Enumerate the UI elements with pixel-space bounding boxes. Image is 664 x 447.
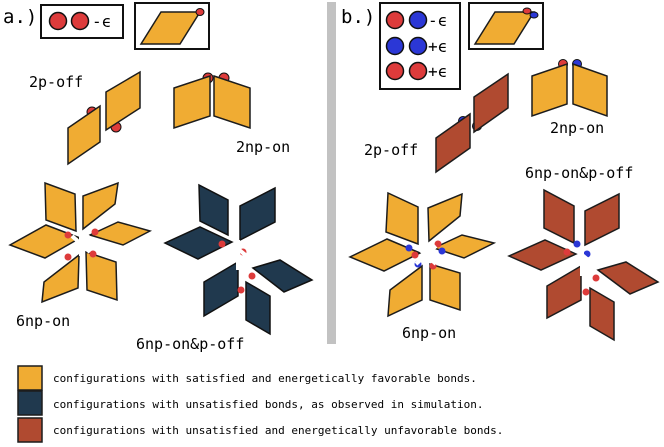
patch-icon xyxy=(563,248,571,256)
config-6np-on-b xyxy=(348,191,497,318)
key-swatch-favorable xyxy=(17,365,43,391)
red-patch-icon xyxy=(195,8,205,16)
key-text-unsatisfied: configurations with unsatisfied bonds, a… xyxy=(53,398,483,411)
patch-icon xyxy=(592,274,600,282)
patch-icon xyxy=(434,240,442,248)
patch-icon xyxy=(237,286,245,294)
blue-particle-icon xyxy=(385,36,405,56)
label-6np-on-p-off: 6np-on&p-off xyxy=(136,335,244,353)
label-6np-on: 6np-on xyxy=(16,312,70,330)
color-key: configurations with satisfied and energe… xyxy=(17,365,503,443)
panel-b-rhombus-box xyxy=(468,2,544,50)
label-2p-off: 2p-off xyxy=(364,141,418,159)
rhombus xyxy=(213,74,251,130)
red-particle-icon xyxy=(70,11,90,31)
petals xyxy=(8,181,153,304)
key-swatch-unsatisfied xyxy=(17,390,43,416)
blue-particle-icon xyxy=(408,10,428,30)
blue-patch-icon xyxy=(529,11,539,19)
patch-icon xyxy=(573,240,581,248)
panel-a-rhombus-box xyxy=(134,2,210,50)
config-2np-on-a xyxy=(173,72,251,130)
config-2np-on-b xyxy=(531,59,608,118)
center-gap xyxy=(414,242,438,268)
patch-icon xyxy=(411,251,419,259)
label-6np-on: 6np-on xyxy=(402,324,456,342)
key-text-favorable: configurations with satisfied and energe… xyxy=(53,372,477,385)
panel-a-legend: -ϵ xyxy=(40,4,124,39)
label-2p-off: 2p-off xyxy=(29,73,83,91)
legend-energy: -ϵ xyxy=(92,12,111,31)
red-particle-icon xyxy=(385,61,405,81)
config-6np-on-p-off-b xyxy=(507,188,660,342)
rhombus xyxy=(67,104,101,166)
patch-icon xyxy=(91,228,99,236)
config-6np-on-a xyxy=(8,181,153,304)
patch-icon xyxy=(89,250,97,258)
blue-particle-icon xyxy=(408,36,428,56)
center-gap xyxy=(574,246,600,276)
legend-energy: +ϵ xyxy=(428,37,447,56)
panel-divider xyxy=(327,2,336,344)
config-6np-on-p-off-a xyxy=(163,183,314,336)
red-patch-icon xyxy=(522,7,532,15)
rhombus xyxy=(572,62,608,118)
red-particle-icon xyxy=(408,61,428,81)
config-2p-off-a xyxy=(67,70,141,166)
center-gap xyxy=(70,232,92,256)
patch-icon xyxy=(438,247,446,255)
panel-b-legend: -ϵ +ϵ +ϵ xyxy=(379,2,461,90)
rhombus xyxy=(435,112,471,174)
panel-a: a.) -ϵ 2p-off 2np-on xyxy=(3,2,314,353)
rhombus xyxy=(105,70,141,132)
rhombus xyxy=(531,62,568,118)
patch-icon xyxy=(64,253,72,261)
label-6np-on-p-off: 6np-on&p-off xyxy=(525,164,633,182)
panel-a-label: a.) xyxy=(3,6,37,28)
patch-icon xyxy=(218,240,226,248)
rhombus xyxy=(173,74,211,130)
red-particle-icon xyxy=(48,11,68,31)
label-2np-on: 2np-on xyxy=(236,138,290,156)
patch-icon xyxy=(582,288,590,296)
panel-b: b.) -ϵ +ϵ +ϵ 2np-on xyxy=(341,2,660,342)
patch-icon xyxy=(405,244,413,252)
patch-icon xyxy=(64,231,72,239)
key-text-unfavorable: configurations with unsatisfied and ener… xyxy=(53,424,503,437)
rhombus xyxy=(473,72,509,134)
panel-b-label: b.) xyxy=(341,6,375,28)
legend-energy: -ϵ xyxy=(428,11,447,30)
legend-energy: +ϵ xyxy=(428,62,447,81)
patch-icon xyxy=(248,272,256,280)
center-gap xyxy=(230,240,256,270)
config-2p-off-b xyxy=(435,72,509,174)
red-particle-icon xyxy=(385,10,405,30)
key-swatch-unfavorable xyxy=(17,417,43,443)
label-2np-on: 2np-on xyxy=(550,119,604,137)
